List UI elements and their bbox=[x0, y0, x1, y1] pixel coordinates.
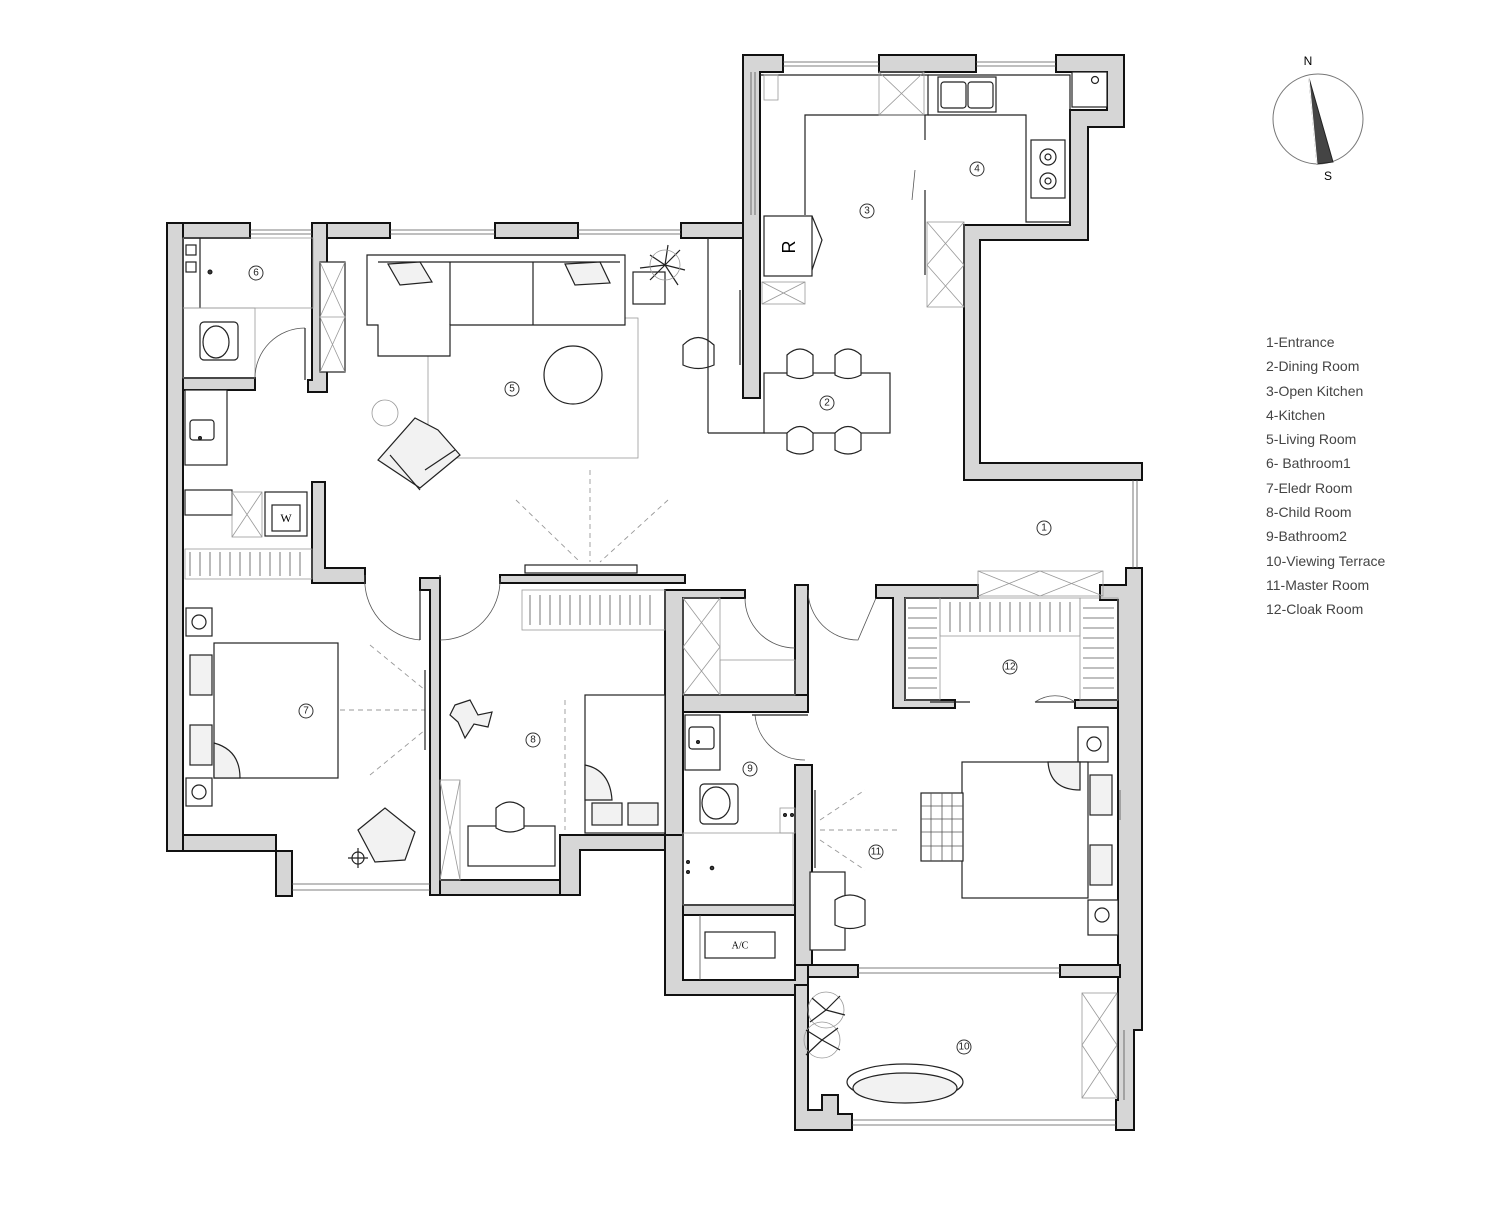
tv-wall bbox=[515, 470, 669, 574]
room-12-marker[interactable]: 12 bbox=[1002, 659, 1018, 675]
doors bbox=[419, 575, 1076, 703]
svg-text:9: 9 bbox=[747, 764, 753, 775]
kitchen bbox=[760, 71, 1108, 455]
wall-bath2-east bbox=[794, 584, 809, 713]
bathroom2 bbox=[682, 589, 877, 959]
wall-elder-child bbox=[419, 577, 441, 896]
legend-item: 11-Master Room bbox=[1266, 576, 1370, 593]
wall-ac-top bbox=[682, 904, 796, 916]
legend-item: 2-Dining Room bbox=[1266, 358, 1360, 375]
ac-label: A/C bbox=[732, 941, 749, 952]
wall-kitchen-northeast bbox=[963, 54, 1143, 481]
wall-master-south-right bbox=[1059, 964, 1121, 978]
elder-room bbox=[184, 548, 426, 868]
viewing-terrace bbox=[803, 991, 1118, 1104]
svg-text:1: 1 bbox=[1041, 523, 1047, 534]
fridge-label: R bbox=[779, 241, 799, 254]
room-5-marker[interactable]: 5 bbox=[504, 381, 520, 397]
svg-text:8: 8 bbox=[530, 735, 536, 746]
room-1-marker[interactable]: 1 bbox=[1036, 520, 1052, 536]
wall-bath2-mid bbox=[682, 694, 809, 713]
wall-kitchen-north-1 bbox=[878, 54, 977, 73]
wall-cloak-right bbox=[1074, 699, 1119, 709]
legend-item: 12-Cloak Room bbox=[1266, 601, 1364, 618]
svg-text:7: 7 bbox=[303, 706, 309, 717]
wall-child-south bbox=[439, 879, 561, 896]
svg-text:11: 11 bbox=[871, 847, 882, 858]
svg-text:3: 3 bbox=[864, 206, 870, 217]
room-7-marker[interactable]: 7 bbox=[298, 703, 314, 719]
room-legend: 1-Entrance 2-Dining Room 3-Open Kitchen … bbox=[1266, 334, 1385, 626]
svg-text:5: 5 bbox=[509, 384, 515, 395]
child-room bbox=[439, 577, 666, 881]
room-2-marker[interactable]: 2 bbox=[819, 395, 835, 411]
wall-child-southeast bbox=[559, 834, 666, 896]
room-3-marker[interactable]: 3 bbox=[859, 203, 875, 219]
wall-living-south-mid bbox=[499, 574, 686, 584]
wall-east-entrance bbox=[1099, 567, 1143, 1131]
svg-text:12: 12 bbox=[1004, 662, 1016, 673]
wall-master-south-left bbox=[807, 964, 859, 978]
washer-label: W bbox=[280, 511, 292, 525]
wall-bath1-inner bbox=[182, 377, 256, 391]
room-8-marker[interactable]: 8 bbox=[525, 732, 541, 748]
svg-text:10: 10 bbox=[958, 1042, 970, 1053]
walls bbox=[166, 54, 1143, 1131]
wall-cloak bbox=[875, 584, 979, 709]
legend-item: 6- Bathroom1 bbox=[1266, 455, 1351, 472]
windows bbox=[250, 61, 1138, 1126]
compass-south-label: S bbox=[1324, 169, 1332, 183]
room-10-marker[interactable]: 10 bbox=[956, 1039, 972, 1055]
legend-item: 5-Living Room bbox=[1266, 431, 1357, 448]
wall-terrace-west bbox=[794, 984, 853, 1131]
room-4-marker[interactable]: 4 bbox=[969, 161, 985, 177]
compass: N S bbox=[1272, 54, 1364, 183]
legend-item: 1-Entrance bbox=[1266, 334, 1335, 350]
svg-text:6: 6 bbox=[253, 268, 259, 279]
room-9-marker[interactable]: 9 bbox=[742, 761, 758, 777]
compass-north-label: N bbox=[1304, 54, 1313, 68]
wall-west-strip bbox=[166, 222, 184, 852]
svg-text:4: 4 bbox=[974, 164, 980, 175]
wall-kitchen-west bbox=[742, 54, 784, 399]
svg-text:2: 2 bbox=[824, 398, 830, 409]
wall-living-north-2 bbox=[494, 222, 579, 239]
legend-item: 4-Kitchen bbox=[1266, 406, 1326, 423]
legend-item: 8-Child Room bbox=[1266, 504, 1352, 521]
legend-item: 3-Open Kitchen bbox=[1266, 382, 1364, 399]
room-6-marker[interactable]: 6 bbox=[248, 265, 264, 281]
wall-laundry bbox=[311, 481, 366, 584]
bathroom1 bbox=[182, 237, 314, 538]
legend-item: 7-Eledr Room bbox=[1266, 479, 1353, 496]
legend-item: 9-Bathroom2 bbox=[1266, 528, 1347, 545]
cloak-room bbox=[904, 570, 1119, 703]
master-room bbox=[809, 726, 1119, 951]
room-markers: 1 2 3 4 5 6 7 8 9 10 11 12 bbox=[248, 161, 1052, 1055]
legend-item: 10-Viewing Terrace bbox=[1266, 552, 1386, 569]
living-room bbox=[319, 238, 765, 491]
room-11-marker[interactable]: 11 bbox=[868, 844, 884, 860]
